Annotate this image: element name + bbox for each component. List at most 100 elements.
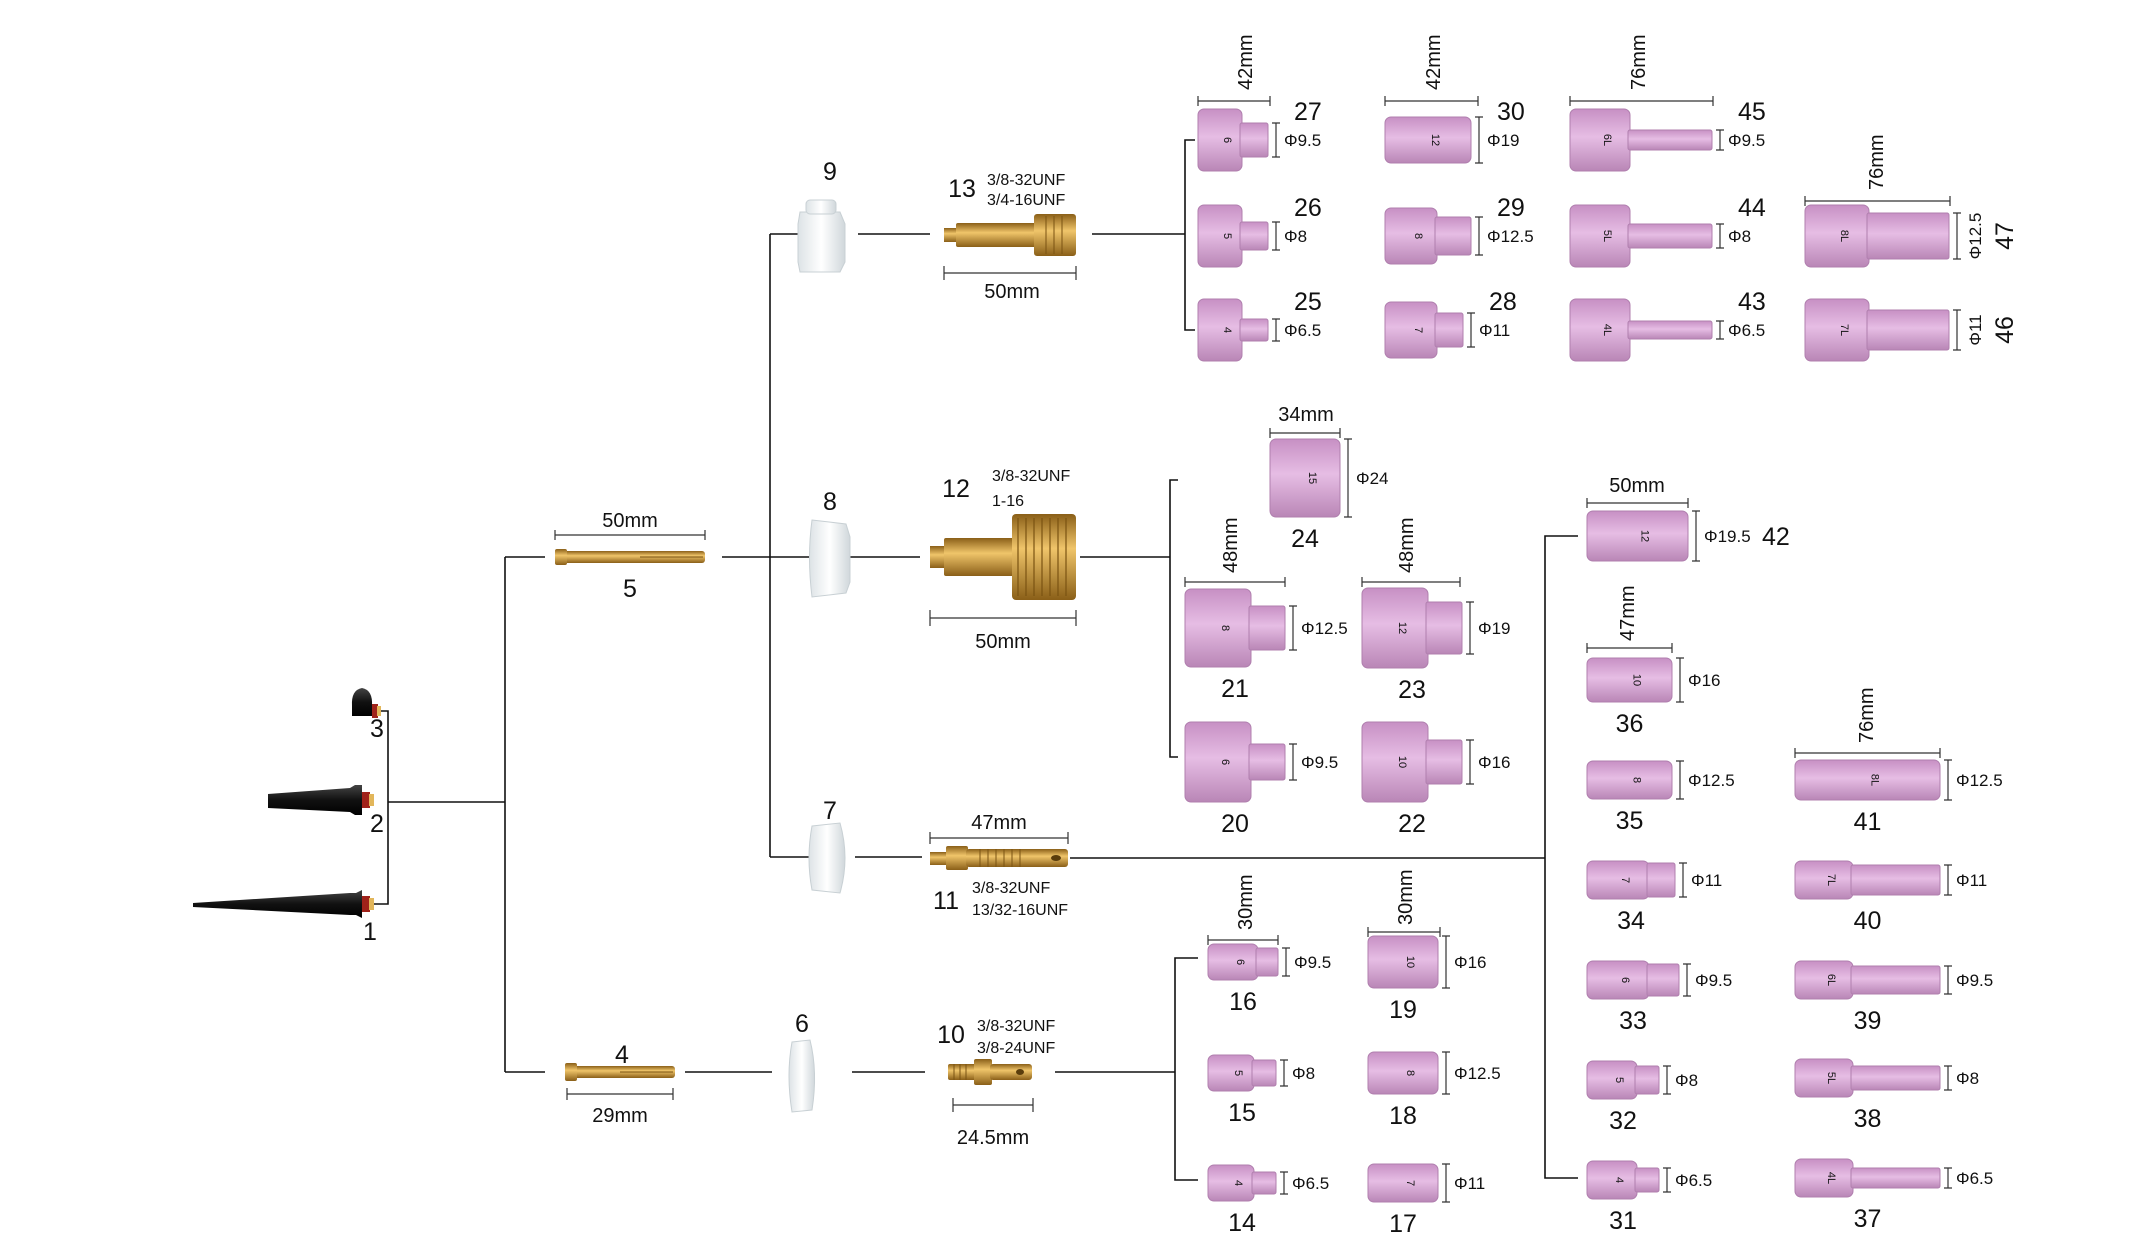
- cup-43-body: [1569, 298, 1631, 362]
- part-12-dimension-line: [929, 610, 1077, 626]
- cup-31-mark: 4: [1613, 1177, 1625, 1183]
- cup-37-nozzle: [1850, 1167, 1941, 1189]
- cup-26-diameter-bracket: [1272, 221, 1280, 251]
- cup-32-label: 32: [1609, 1107, 1637, 1135]
- cup-42-diameter-bracket: [1692, 510, 1700, 562]
- cup-14-label: 14: [1228, 1209, 1256, 1236]
- cup-47-label: 47: [1991, 222, 2019, 250]
- cup-16-label: 16: [1229, 988, 1257, 1016]
- cup-22-diameter: Φ16: [1478, 753, 1510, 772]
- cup-42-mark: 12: [1639, 530, 1651, 542]
- part-13-thread-1: 3/8-32UNF: [987, 172, 1065, 189]
- part-12-thread-1: 3/8-32UNF: [992, 468, 1070, 485]
- cup-45-body: [1569, 108, 1631, 172]
- cup-32-body: [1586, 1060, 1638, 1100]
- cup-43-nozzle: [1627, 320, 1713, 340]
- cup-35-diameter-bracket: [1676, 760, 1684, 800]
- cup-38-diameter: Φ8: [1956, 1069, 1979, 1088]
- cup-15-body: [1207, 1054, 1255, 1092]
- cup-19-diameter-bracket: [1442, 935, 1450, 989]
- cup-21-nozzle: [1248, 605, 1286, 651]
- cup-46-diameter-bracket: [1953, 309, 1961, 351]
- cup-17-diameter-bracket: [1442, 1163, 1450, 1203]
- part-10-collet-body: [948, 1059, 1032, 1085]
- part-5-dimension-line: [554, 530, 706, 540]
- part-12-gas-lens-body: [930, 514, 1076, 600]
- cup-14-nozzle: [1251, 1171, 1277, 1195]
- cup-37-diameter: Φ6.5: [1956, 1169, 1993, 1188]
- part-8-label: 8: [823, 488, 837, 516]
- cup-26-nozzle: [1239, 221, 1269, 251]
- cup-20-body: [1184, 721, 1252, 803]
- cup-19-diameter: Φ16: [1454, 953, 1486, 972]
- cup-27-label: 27: [1294, 98, 1322, 126]
- cup-31-body: [1586, 1160, 1638, 1200]
- cup-30-diameter-bracket: [1475, 116, 1483, 164]
- part-10-length: 24.5mm: [957, 1127, 1029, 1149]
- cup-length-17-19: 30mm: [1395, 869, 1417, 925]
- cup-18-mark: 8: [1404, 1070, 1416, 1076]
- cup-41: 8L Φ12.5 41: [1794, 759, 2003, 836]
- cup-40-body: [1794, 860, 1854, 900]
- cup-24-diameter-bracket: [1344, 438, 1352, 518]
- cup-27-nozzle: [1239, 122, 1269, 158]
- cup-29-label: 29: [1497, 194, 1525, 222]
- cup-29-nozzle: [1434, 216, 1472, 256]
- part-13-collet-body: [944, 214, 1076, 256]
- cup-length-22-23: 48mm: [1396, 517, 1418, 573]
- part-13-dimension-line: [943, 266, 1077, 280]
- cup-16-diameter: Φ9.5: [1294, 953, 1331, 972]
- cup-32-diameter-bracket: [1663, 1065, 1671, 1095]
- cup-21-diameter-bracket: [1289, 605, 1297, 651]
- cup-22-mark: 10: [1396, 756, 1408, 768]
- cup-28-diameter-bracket: [1467, 312, 1475, 348]
- cup-36-mark: 10: [1631, 674, 1643, 686]
- cup-33-body: [1586, 960, 1650, 1000]
- cup-34-mark: 7: [1619, 877, 1631, 883]
- cup-37-diameter-bracket: [1944, 1167, 1952, 1189]
- cup-20-diameter-bracket: [1289, 743, 1297, 781]
- cup-45-mark: 6L: [1601, 134, 1613, 146]
- cup-35-label: 35: [1616, 807, 1644, 835]
- cup-39-body: [1794, 960, 1854, 1000]
- cup-16-nozzle: [1255, 947, 1279, 977]
- cup-15-mark: 5: [1232, 1070, 1244, 1076]
- cup-15-diameter: Φ8: [1292, 1064, 1315, 1083]
- cup-41-mark: 8L: [1869, 774, 1881, 786]
- part-13-label: 13: [948, 175, 976, 203]
- cup-24-label: 24: [1291, 525, 1319, 553]
- cup-15-diameter-bracket: [1280, 1059, 1288, 1087]
- cup-38-mark: 5L: [1825, 1072, 1837, 1084]
- cup-25-label: 25: [1294, 288, 1322, 316]
- cup-43-diameter-bracket: [1716, 320, 1724, 340]
- part-10-thread-2: 3/8-24UNF: [977, 1040, 1055, 1057]
- cup-41-diameter: Φ12.5: [1956, 771, 2003, 790]
- part-10-dimension-line: [952, 1098, 1034, 1112]
- cup-42-body: [1586, 510, 1689, 562]
- cup-24-mark: 15: [1306, 472, 1318, 484]
- part-9-insulator: [797, 199, 846, 273]
- cup-41-label: 41: [1854, 808, 1882, 836]
- part-11-collet-body: [930, 846, 1068, 870]
- part-4-dimension-line: [566, 1088, 674, 1100]
- cup-40-nozzle: [1850, 864, 1941, 896]
- cup-34-label: 34: [1617, 907, 1645, 935]
- cup-40-label: 40: [1854, 907, 1882, 935]
- part-11-dimension-line: [929, 832, 1069, 844]
- cup-46-mark: 7L: [1838, 324, 1850, 336]
- cup-20-nozzle: [1248, 743, 1286, 781]
- part-2-label: 2: [370, 810, 384, 838]
- cup-26-body: [1197, 204, 1243, 268]
- cup-17-label: 17: [1389, 1210, 1417, 1236]
- cup-46-body: [1804, 298, 1870, 362]
